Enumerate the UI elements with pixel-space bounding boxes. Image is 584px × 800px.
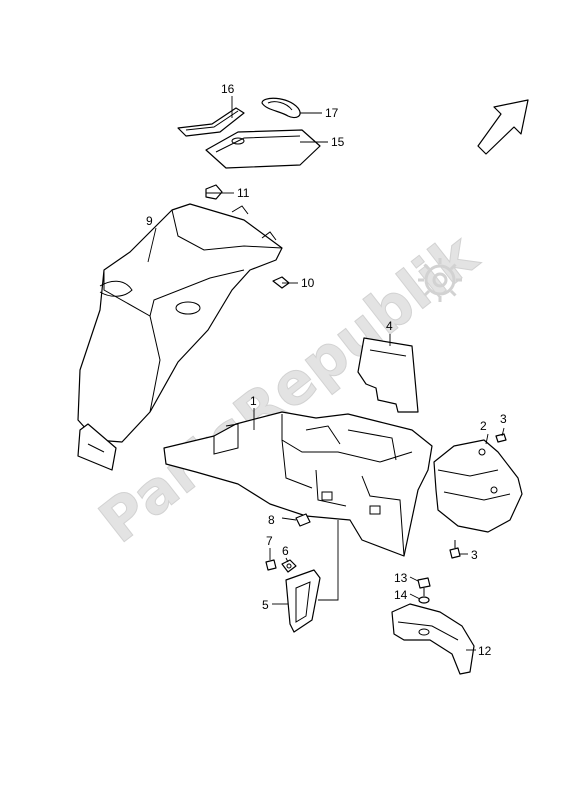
gear-icon xyxy=(418,258,462,302)
callout-17: 17 xyxy=(325,106,339,120)
leader-lines xyxy=(147,96,505,651)
callout-6: 6 xyxy=(282,544,289,558)
callout-5: 5 xyxy=(262,598,269,612)
part-9-rear-fender xyxy=(77,203,283,471)
part-3-screw-lower xyxy=(449,540,461,559)
part-17-band xyxy=(261,97,301,119)
callout-15: 15 xyxy=(331,135,345,149)
part-7-screw xyxy=(265,559,277,571)
part-3-screw-upper xyxy=(495,433,507,443)
part-12-flap xyxy=(391,603,475,675)
part-11-clip xyxy=(205,184,223,200)
part-15-tray xyxy=(205,129,321,169)
callout-3-upper: 3 xyxy=(500,412,507,426)
callout-10: 10 xyxy=(301,276,315,290)
part-1-inner-fender xyxy=(163,411,433,557)
part-14-washer xyxy=(418,596,430,604)
callout-12: 12 xyxy=(478,644,492,658)
part-10-clip xyxy=(272,276,290,289)
callout-4: 4 xyxy=(386,319,393,333)
part-13-bolt xyxy=(417,577,431,596)
part-4-plate xyxy=(357,337,419,413)
callout-1: 1 xyxy=(250,394,257,408)
callout-11: 11 xyxy=(237,186,250,200)
part-2-bracket xyxy=(433,439,523,533)
part-8-clip xyxy=(295,513,311,527)
callout-14: 14 xyxy=(394,588,408,602)
callout-8: 8 xyxy=(268,513,275,527)
arrow-up-right-icon xyxy=(477,99,529,155)
callout-2: 2 xyxy=(480,419,487,433)
callout-16: 16 xyxy=(221,82,235,96)
callouts: 16 17 15 11 9 10 4 1 2 3 3 8 7 6 5 13 14… xyxy=(146,82,507,658)
callout-7: 7 xyxy=(266,534,273,548)
part-6-nut xyxy=(281,559,297,573)
callout-13: 13 xyxy=(394,571,408,585)
part-5-bracket xyxy=(285,569,321,633)
part-16-bracket xyxy=(177,107,245,137)
callout-3-lower: 3 xyxy=(471,548,478,562)
callout-9: 9 xyxy=(146,214,153,228)
